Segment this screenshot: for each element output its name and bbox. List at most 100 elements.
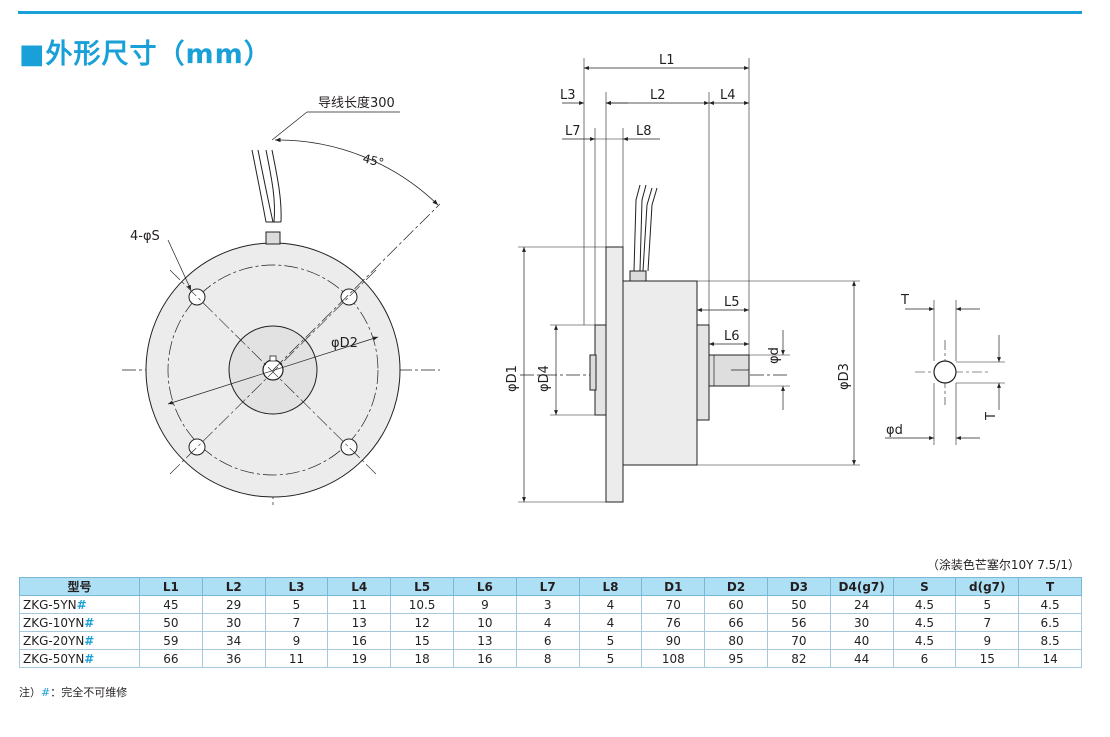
table-cell: 15 xyxy=(390,631,454,650)
column-header: D1 xyxy=(641,577,706,596)
non-repairable-mark: # xyxy=(84,633,95,648)
table-cell: 9 xyxy=(452,595,517,614)
table-cell: 10.5 xyxy=(390,595,454,614)
table-cell: 13 xyxy=(452,631,517,650)
table-cell: 19 xyxy=(327,649,392,668)
table-cell: 50 xyxy=(766,595,831,614)
table-cell: 40 xyxy=(829,631,894,650)
table-cell: 70 xyxy=(641,595,706,614)
column-header: L8 xyxy=(578,577,643,596)
table-cell: 30 xyxy=(829,613,894,632)
model-cell: ZKG-5YN# xyxy=(19,595,140,614)
table-cell: 4 xyxy=(578,595,643,614)
model-name: ZKG-5YN xyxy=(23,597,77,612)
footnote-prefix: 注） xyxy=(19,686,41,699)
table-cell: 50 xyxy=(139,613,203,632)
column-header: L3 xyxy=(264,577,329,596)
column-header: d(g7) xyxy=(955,577,1020,596)
table-cell: 10 xyxy=(452,613,517,632)
table-cell: 4.5 xyxy=(892,613,957,632)
column-header: L1 xyxy=(139,577,203,596)
wire-length-label: 导线长度300 xyxy=(318,95,395,111)
table-cell: 4 xyxy=(515,613,580,632)
footnote: 注）#：完全不可维修 xyxy=(19,684,127,700)
table-cell: 8.5 xyxy=(1018,631,1082,650)
column-header: L2 xyxy=(201,577,266,596)
table-cell: 6.5 xyxy=(1018,613,1082,632)
t-label-top: T xyxy=(900,293,909,308)
model-cell: ZKG-10YN# xyxy=(19,613,140,632)
table-cell: 30 xyxy=(201,613,266,632)
model-cell: ZKG-20YN# xyxy=(19,631,140,650)
page-title: ■外形尺寸（mm） xyxy=(19,39,272,70)
model-cell: ZKG-50YN# xyxy=(19,649,140,668)
table-cell: 4.5 xyxy=(1018,595,1082,614)
non-repairable-mark: # xyxy=(84,615,95,630)
table-cell: 7 xyxy=(264,613,329,632)
l1-label: L1 xyxy=(659,53,675,68)
table-cell: 60 xyxy=(704,595,768,614)
table-cell: 7 xyxy=(955,613,1020,632)
column-header: L7 xyxy=(515,577,580,596)
model-name: ZKG-10YN xyxy=(23,615,85,630)
front-view xyxy=(122,111,441,508)
table-cell: 82 xyxy=(766,649,831,668)
non-repairable-mark: # xyxy=(84,651,95,666)
table-cell: 29 xyxy=(201,595,266,614)
table-cell: 66 xyxy=(139,649,203,668)
table-cell: 34 xyxy=(201,631,266,650)
non-repairable-mark: # xyxy=(76,597,87,612)
table-cell: 18 xyxy=(390,649,454,668)
d2-label: φD2 xyxy=(331,336,358,351)
table-cell: 15 xyxy=(955,649,1020,668)
shaft-section xyxy=(885,300,1005,445)
table-cell: 90 xyxy=(641,631,706,650)
l8-label: L8 xyxy=(636,124,652,139)
model-name: ZKG-50YN xyxy=(23,651,85,666)
table-cell: 70 xyxy=(766,631,831,650)
table-cell: 3 xyxy=(515,595,580,614)
table-cell: 16 xyxy=(327,631,392,650)
table-cell: 9 xyxy=(264,631,329,650)
footnote-mark: # xyxy=(41,686,51,699)
column-header: L5 xyxy=(390,577,454,596)
column-header: D3 xyxy=(766,577,831,596)
table-cell: 16 xyxy=(452,649,517,668)
outline-drawing: 导线长度300 45° 4-φS φD2 xyxy=(122,53,1005,508)
table-cell: 5 xyxy=(955,595,1020,614)
side-view xyxy=(518,58,860,503)
d3-label: φD3 xyxy=(837,363,852,390)
d1-label: φD1 xyxy=(505,365,520,392)
d4-label: φD4 xyxy=(537,365,552,392)
top-rule xyxy=(18,11,1082,14)
d-label-section: φd xyxy=(886,423,903,438)
l4-label: L4 xyxy=(720,88,736,103)
table-cell: 44 xyxy=(829,649,894,668)
table-cell: 45 xyxy=(139,595,203,614)
column-header: D2 xyxy=(704,577,768,596)
table-cell: 36 xyxy=(201,649,266,668)
d-label-side: φd xyxy=(767,347,782,364)
table-cell: 76 xyxy=(641,613,706,632)
table-cell: 4 xyxy=(578,613,643,632)
table-cell: 80 xyxy=(704,631,768,650)
table-cell: 5 xyxy=(578,649,643,668)
column-header: L4 xyxy=(327,577,392,596)
table-cell: 12 xyxy=(390,613,454,632)
angle-label: 45° xyxy=(361,151,385,170)
l6-label: L6 xyxy=(724,329,740,344)
table-cell: 11 xyxy=(327,595,392,614)
l3-label: L3 xyxy=(560,88,576,103)
table-cell: 14 xyxy=(1018,649,1082,668)
column-header: S xyxy=(892,577,957,596)
table-cell: 66 xyxy=(704,613,768,632)
table-cell: 9 xyxy=(955,631,1020,650)
column-header: 型号 xyxy=(19,577,140,596)
table-cell: 24 xyxy=(829,595,894,614)
table-cell: 56 xyxy=(766,613,831,632)
table-cell: 108 xyxy=(641,649,706,668)
